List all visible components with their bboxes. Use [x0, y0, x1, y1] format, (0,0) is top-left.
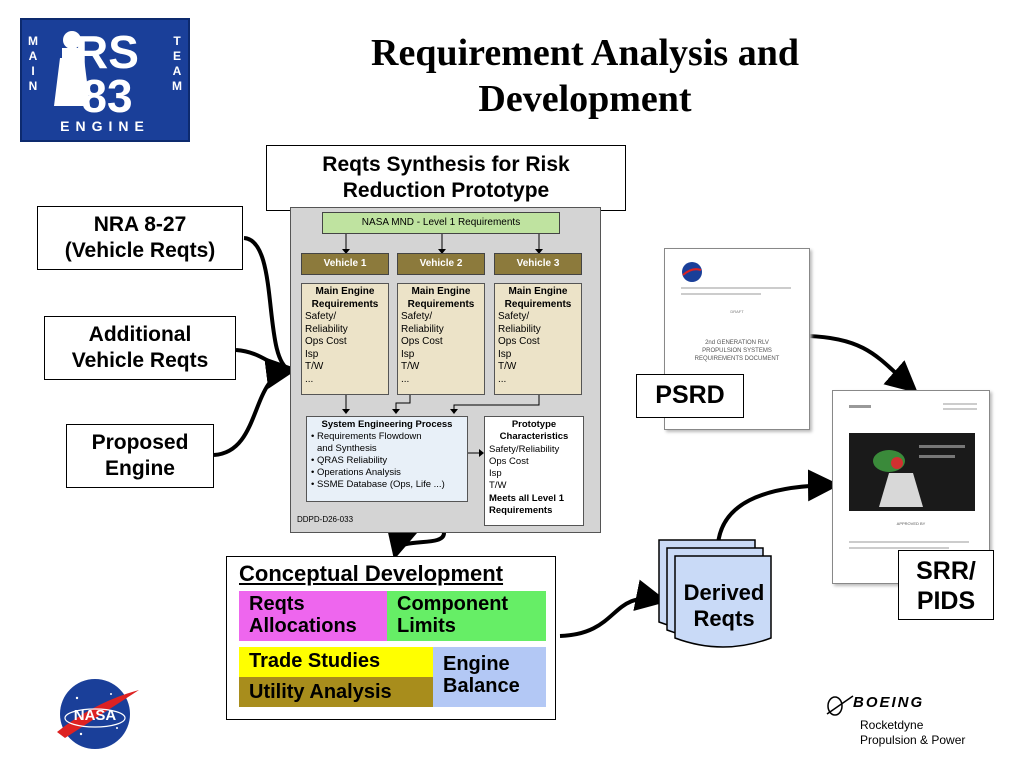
- vehicle-3: Vehicle 3: [494, 253, 582, 275]
- psrd-label: PSRD: [636, 374, 744, 418]
- system-engineering-process: System Engineering Process • Requirement…: [306, 416, 468, 502]
- flow-arrows: [342, 234, 543, 457]
- requirements-vehicle-1: Main Engine Requirements Safety/ Reliabi…: [301, 283, 389, 395]
- trade-studies-cell: Trade Studies: [239, 647, 433, 677]
- additional-reqts-box: Additional Vehicle Reqts: [44, 316, 236, 380]
- boeing-symbol-icon: [826, 695, 854, 716]
- level1-requirements-bar: NASA MND - Level 1 Requirements: [322, 212, 560, 234]
- requirements-vehicle-3: Main Engine Requirements Safety/ Reliabi…: [494, 283, 582, 395]
- document-id: DDPD-D26-033: [297, 515, 354, 524]
- arrow-to-concept: [386, 524, 446, 560]
- conceptual-development-box: Conceptual Development Reqts Allocations…: [226, 556, 556, 720]
- title-line-1: Requirement Analysis and: [371, 32, 799, 74]
- component-limits-cell: Component Limits: [387, 591, 546, 641]
- derived-reqts-stack: [658, 539, 772, 648]
- arrow-proposed: [213, 357, 298, 457]
- nasa-small-icon: [682, 262, 702, 282]
- vehicle-1: Vehicle 1: [301, 253, 389, 275]
- synthesis-header: Reqts Synthesis for Risk Reduction Proto…: [266, 145, 626, 211]
- prototype-characteristics: Prototype Characteristics Safety/Reliabi…: [484, 416, 584, 526]
- psrd-doc-title: 2nd GENERATION RLV PROPULSION SYSTEMS RE…: [694, 340, 780, 362]
- svg-text:NASA: NASA: [74, 707, 117, 724]
- page-title: Requirement Analysis and Development: [260, 30, 910, 122]
- vehicle-2: Vehicle 2: [397, 253, 485, 275]
- derived-reqts-label: Derived Reqts: [683, 580, 765, 631]
- logo-bottom-text: ENGINE: [60, 118, 150, 134]
- concept-title: Conceptual Development: [239, 561, 504, 586]
- arrow-to-derived: [559, 579, 668, 638]
- nasa-logo: NASA: [57, 679, 139, 749]
- engine-render-image: [849, 433, 975, 511]
- arrow-psrd-srr: [807, 334, 919, 394]
- rocket-engine-icon: [54, 31, 90, 106]
- rocketdyne-text: Rocketdyne Propulsion & Power: [860, 718, 966, 747]
- proposed-engine-box: Proposed Engine: [66, 424, 214, 488]
- reqts-allocations-cell: Reqts Allocations: [239, 591, 387, 641]
- engine-balance-cell: Engine Balance: [433, 647, 546, 707]
- srr-pids-label: SRR/ PIDS: [898, 550, 994, 620]
- nra-box: NRA 8-27 (Vehicle Reqts): [37, 206, 243, 270]
- logo-rs-text: RS 83: [75, 26, 139, 122]
- requirements-vehicle-2: Main Engine Requirements Safety/ Reliabi…: [397, 283, 485, 395]
- arrow-nra: [243, 236, 292, 372]
- title-line-2: Development: [478, 78, 692, 120]
- utility-analysis-cell: Utility Analysis: [239, 677, 433, 707]
- arrow-derived-srr: [716, 469, 840, 545]
